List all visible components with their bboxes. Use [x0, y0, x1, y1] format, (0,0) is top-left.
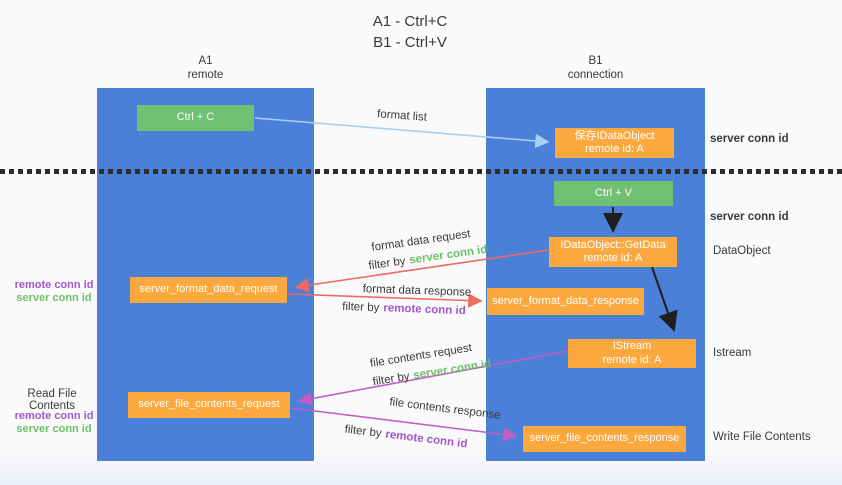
getdata-line1: IDataObject::GetData [560, 238, 666, 251]
server-file-contents-request-label: server_file_contents_request [138, 398, 280, 411]
save-idataobject-line1: 保存IDataObject [574, 129, 655, 142]
lifeline-b1-role: connection [567, 68, 624, 81]
istream-box: IStream remote id: A [568, 339, 696, 368]
server-conn-id-label-mid: server conn id [710, 211, 789, 223]
server-file-contents-request-box: server_file_contents_request [128, 392, 290, 418]
lifeline-b1-name: B1 [588, 55, 603, 67]
file-contents-response-label: file contents response [388, 396, 502, 422]
write-file-contents-label: Write File Contents [713, 431, 811, 443]
lifeline-a1-role: remote [187, 68, 224, 81]
server-conn-id-label: server conn id [16, 423, 92, 435]
lifeline-b1-header: B1 connection [486, 55, 705, 82]
ctrl-c-action-box: Ctrl + C [137, 105, 254, 131]
server-conn-id-label: server conn id [16, 292, 92, 304]
diagram-title: A1 - Ctrl+C B1 - Ctrl+V [0, 11, 820, 53]
save-idataobject-box: 保存IDataObject remote id: A [555, 128, 674, 158]
server-file-contents-response-box: server_file_contents_response [523, 426, 686, 452]
lifeline-a1-header: A1 remote [97, 55, 314, 82]
remote-conn-id-label: remote conn id [14, 279, 94, 291]
remote-conn-id-label: remote conn id [14, 410, 94, 422]
server-format-data-response-label: server_format_data_response [492, 294, 639, 307]
remote-conn-id-filter-value: remote conn id [384, 428, 469, 451]
lifeline-a1-name: A1 [198, 55, 213, 67]
dataobject-label: DataObject [713, 245, 771, 257]
format-conn-id-group: remote conn id server conn id [6, 279, 102, 305]
istream-line2: remote id: A [602, 353, 662, 366]
save-idataobject-line2: remote id: A [585, 143, 644, 155]
read-file-contents-label: Read File Contents [27, 388, 77, 412]
getdata-line2: remote id: A [583, 252, 643, 264]
filter-by-text: filter by [342, 300, 380, 315]
title-line-2: B1 - Ctrl+V [373, 34, 447, 51]
server-format-data-response-box: server_format_data_response [487, 288, 644, 315]
server-format-data-request-box: server_format_data_request [130, 277, 287, 303]
format-list-label: format list [376, 108, 428, 124]
title-line-1: A1 - Ctrl+C [372, 13, 448, 30]
istream-line1: IStream [612, 340, 652, 352]
copy-paste-separator-line [0, 169, 842, 174]
idataobject-getdata-box: IDataObject::GetData remote id: A [549, 237, 677, 267]
ctrl-v-action-box: Ctrl + V [554, 181, 673, 206]
server-format-data-request-label: server_format_data_request [139, 283, 278, 296]
ctrl-c-label: Ctrl + C [176, 111, 215, 124]
filter-by-text: filter by [367, 255, 407, 273]
remote-conn-id-filter-value: remote conn id [383, 302, 466, 318]
server-conn-id-filter-value: server conn id [408, 243, 489, 267]
format-data-response-label: format data response [362, 283, 472, 299]
file-conn-id-group: remote conn id server conn id [6, 410, 102, 436]
server-conn-id-label-top: server conn id [710, 133, 789, 145]
istream-side-label: Istream [713, 347, 752, 359]
server-file-contents-response-label: server_file_contents_response [529, 432, 680, 445]
filter-by-text: filter by [343, 423, 383, 440]
filter-by-text: filter by [371, 370, 411, 389]
ctrl-v-label: Ctrl + V [595, 186, 632, 199]
